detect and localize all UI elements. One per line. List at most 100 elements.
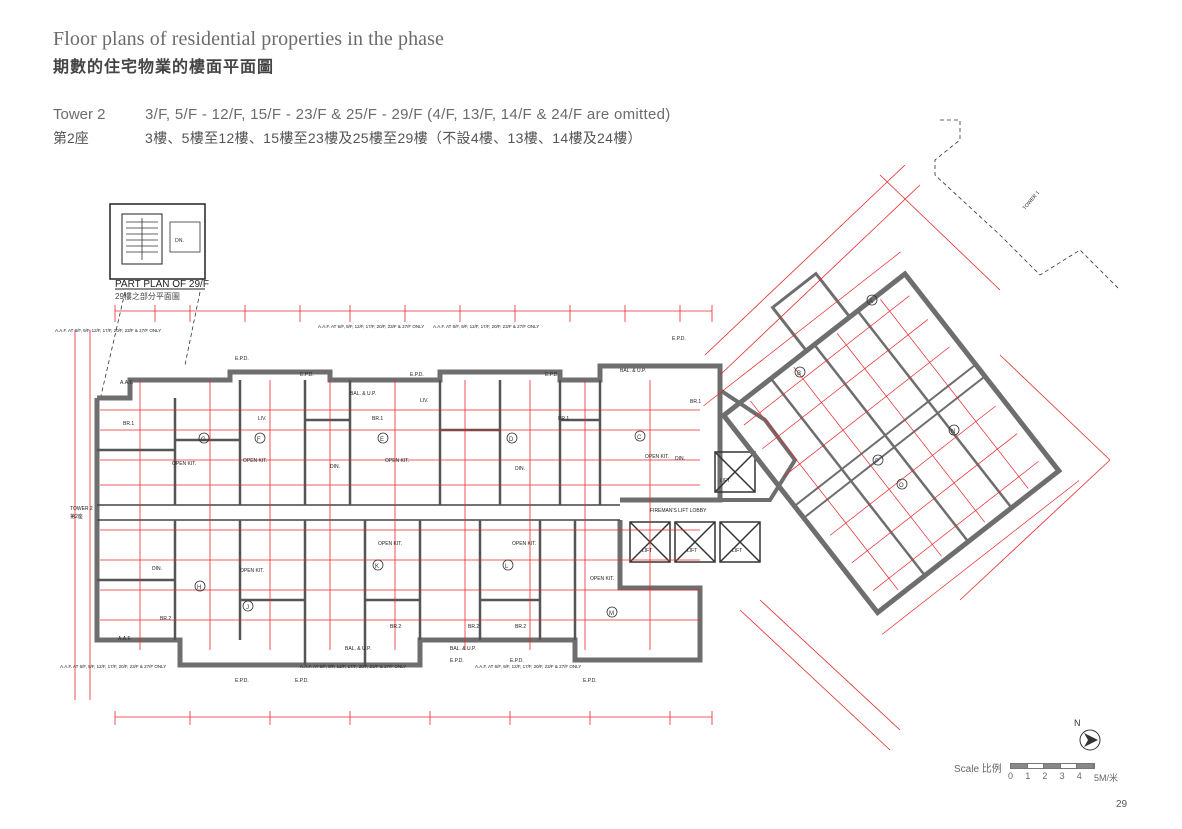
north-label: N <box>1074 718 1081 728</box>
svg-text:M: M <box>609 611 614 617</box>
svg-text:E.P.D.: E.P.D. <box>510 658 524 664</box>
svg-text:E.P.D.: E.P.D. <box>450 658 464 664</box>
svg-text:DIN.: DIN. <box>152 566 162 572</box>
svg-text:BAL. & U.P.: BAL. & U.P. <box>345 646 371 652</box>
page-number: 29 <box>1116 799 1128 810</box>
right-wing-dimensions <box>703 251 1080 635</box>
svg-text:P: P <box>875 459 879 465</box>
svg-text:E.P.D.: E.P.D. <box>235 678 249 684</box>
lift-labels: LIFT LIFT LIFT LIFT FIREMAN'S LIFT LOBBY <box>642 478 742 554</box>
page-title-zh: 期數的住宅物業的樓面平面圖 <box>53 57 275 76</box>
scale-tick: 5M/米 <box>1093 773 1118 783</box>
fireman-lift-lobby: FIREMAN'S LIFT LOBBY <box>650 508 707 514</box>
svg-text:LIFT: LIFT <box>732 548 742 554</box>
svg-text:E.P.D.: E.P.D. <box>235 356 249 362</box>
svg-text:D: D <box>509 437 514 443</box>
corridor <box>97 504 620 521</box>
svg-text:OPEN KIT.: OPEN KIT. <box>645 454 669 460</box>
connector-walls <box>718 388 798 502</box>
floors-text-en: 3/F, 5/F - 12/F, 15/F - 23/F & 25/F - 29… <box>145 106 671 123</box>
svg-text:E.P.D.: E.P.D. <box>300 372 314 378</box>
interior-walls <box>97 380 602 665</box>
svg-text:DIN.: DIN. <box>515 466 525 472</box>
compass-icon <box>1079 729 1101 751</box>
svg-text:OPEN KIT.: OPEN KIT. <box>378 541 402 547</box>
tower-label-zh: 第2座 <box>53 130 89 146</box>
svg-text:BAL. & U.P.: BAL. & U.P. <box>350 391 376 397</box>
aaf-notes: A.A.F. AT 6/F, 9/F, 12/F, 17/F, 20/F, 23… <box>55 324 581 669</box>
floors-text-zh: 3樓、5樓至12樓、15樓至23樓及25樓至29樓（不設4樓、13樓、14樓及2… <box>145 130 642 146</box>
scale-tick: 4 <box>1076 771 1082 781</box>
tower1-tag: TOWER 1 <box>1022 190 1041 211</box>
right-wing-walls <box>720 270 1063 616</box>
part-plan-title-zh: 29樓之部分平面圖 <box>115 291 180 301</box>
svg-text:OPEN KIT.: OPEN KIT. <box>385 458 409 464</box>
svg-text:BAL. & U.P.: BAL. & U.P. <box>450 646 476 652</box>
svg-text:BR.1: BR.1 <box>372 416 383 422</box>
svg-text:N: N <box>951 429 955 435</box>
svg-text:OPEN KIT.: OPEN KIT. <box>590 576 614 582</box>
lift-shafts <box>629 451 761 563</box>
scale-tick: 1 <box>1025 771 1031 781</box>
svg-text:BR.2: BR.2 <box>390 624 401 630</box>
main-block-walls <box>94 363 723 668</box>
svg-text:E.P.D.: E.P.D. <box>410 372 424 378</box>
svg-text:OPEN KIT.: OPEN KIT. <box>172 461 196 467</box>
part-plan-title: PART PLAN OF 29/F <box>115 279 209 290</box>
svg-text:BAL. & U.P.: BAL. & U.P. <box>620 368 646 374</box>
svg-text:LIFT: LIFT <box>687 548 697 554</box>
svg-text:G: G <box>201 437 206 443</box>
svg-text:E.P.D.: E.P.D. <box>295 678 309 684</box>
unit-markers: C D E F G H J K L M A B N O P <box>194 294 960 618</box>
svg-text:DIN.: DIN. <box>675 456 685 462</box>
svg-text:K: K <box>375 564 379 570</box>
svg-text:BR.1: BR.1 <box>558 416 569 422</box>
scale-label: Scale 比例 <box>954 764 1002 775</box>
svg-text:LIFT: LIFT <box>720 478 730 484</box>
svg-text:A: A <box>869 299 873 305</box>
scale-ticks: 0 1 2 3 4 5M/米 <box>1008 771 1118 784</box>
svg-text:C: C <box>637 435 642 441</box>
svg-text:OPEN KIT.: OPEN KIT. <box>240 568 264 574</box>
svg-text:DIN.: DIN. <box>330 464 340 470</box>
svg-text:J: J <box>246 605 249 611</box>
scale-tick: 2 <box>1042 771 1048 781</box>
svg-text:O: O <box>899 483 904 489</box>
svg-text:BR.1: BR.1 <box>690 399 701 405</box>
svg-text:DN.: DN. <box>175 238 185 244</box>
svg-text:B: B <box>797 371 801 377</box>
svg-text:A.A.F. AT 6/F, 9/F, 12/F, 17/F: A.A.F. AT 6/F, 9/F, 12/F, 17/F, 20/F, 23… <box>475 664 581 669</box>
svg-text:OPEN KIT.: OPEN KIT. <box>243 458 267 464</box>
svg-text:A.A.F.: A.A.F. <box>118 636 131 642</box>
part-plan-inset: DN. PART PLAN OF 29/F 29樓之部分平面圖 <box>99 203 209 401</box>
svg-text:OPEN KIT.: OPEN KIT. <box>512 541 536 547</box>
tower-label-en: Tower 2 <box>53 106 106 123</box>
scale-tick: 3 <box>1059 771 1065 781</box>
tower1-reference <box>934 119 1121 291</box>
svg-text:A.A.F. AT 6/F, 9/F, 12/F, 17/F: A.A.F. AT 6/F, 9/F, 12/F, 17/F, 20/F, 23… <box>60 664 166 669</box>
north-arrow: N <box>1074 718 1104 758</box>
svg-text:BR.2: BR.2 <box>468 624 479 630</box>
svg-text:E.P.D.: E.P.D. <box>545 372 559 378</box>
svg-text:A.A.F. AT 6/F, 9/F, 12/F, 17/F: A.A.F. AT 6/F, 9/F, 12/F, 17/F, 20/F, 23… <box>300 664 406 669</box>
svg-text:E: E <box>380 437 384 443</box>
svg-text:BR.2: BR.2 <box>515 624 526 630</box>
svg-text:A.A.F. AT 6/F, 9/F, 12/F, 17/F: A.A.F. AT 6/F, 9/F, 12/F, 17/F, 20/F, 23… <box>433 324 539 329</box>
svg-text:LIV.: LIV. <box>420 398 428 404</box>
svg-text:L: L <box>505 564 509 570</box>
svg-text:F: F <box>257 437 261 443</box>
scale-tick: 0 <box>1008 771 1014 781</box>
svg-text:A.A.F.: A.A.F. <box>120 380 133 386</box>
tower-tag: TOWER 2 <box>70 506 93 512</box>
tower-tag-zh: 第2座 <box>70 513 83 520</box>
svg-text:LIFT: LIFT <box>642 548 652 554</box>
scale-graphic <box>1010 763 1095 769</box>
page-title-en: Floor plans of residential properties in… <box>53 28 445 50</box>
room-labels: BR.1 BR.1 BR.1 BR.1 DIN. DIN. DIN. LIV. … <box>70 336 701 684</box>
dimension-lines <box>74 164 1111 751</box>
svg-text:BR.2: BR.2 <box>160 616 171 622</box>
svg-text:A.A.F. AT 6/F, 9/F, 12/F, 17/F: A.A.F. AT 6/F, 9/F, 12/F, 17/F, 20/F, 23… <box>318 324 424 329</box>
svg-text:LIV.: LIV. <box>258 416 266 422</box>
